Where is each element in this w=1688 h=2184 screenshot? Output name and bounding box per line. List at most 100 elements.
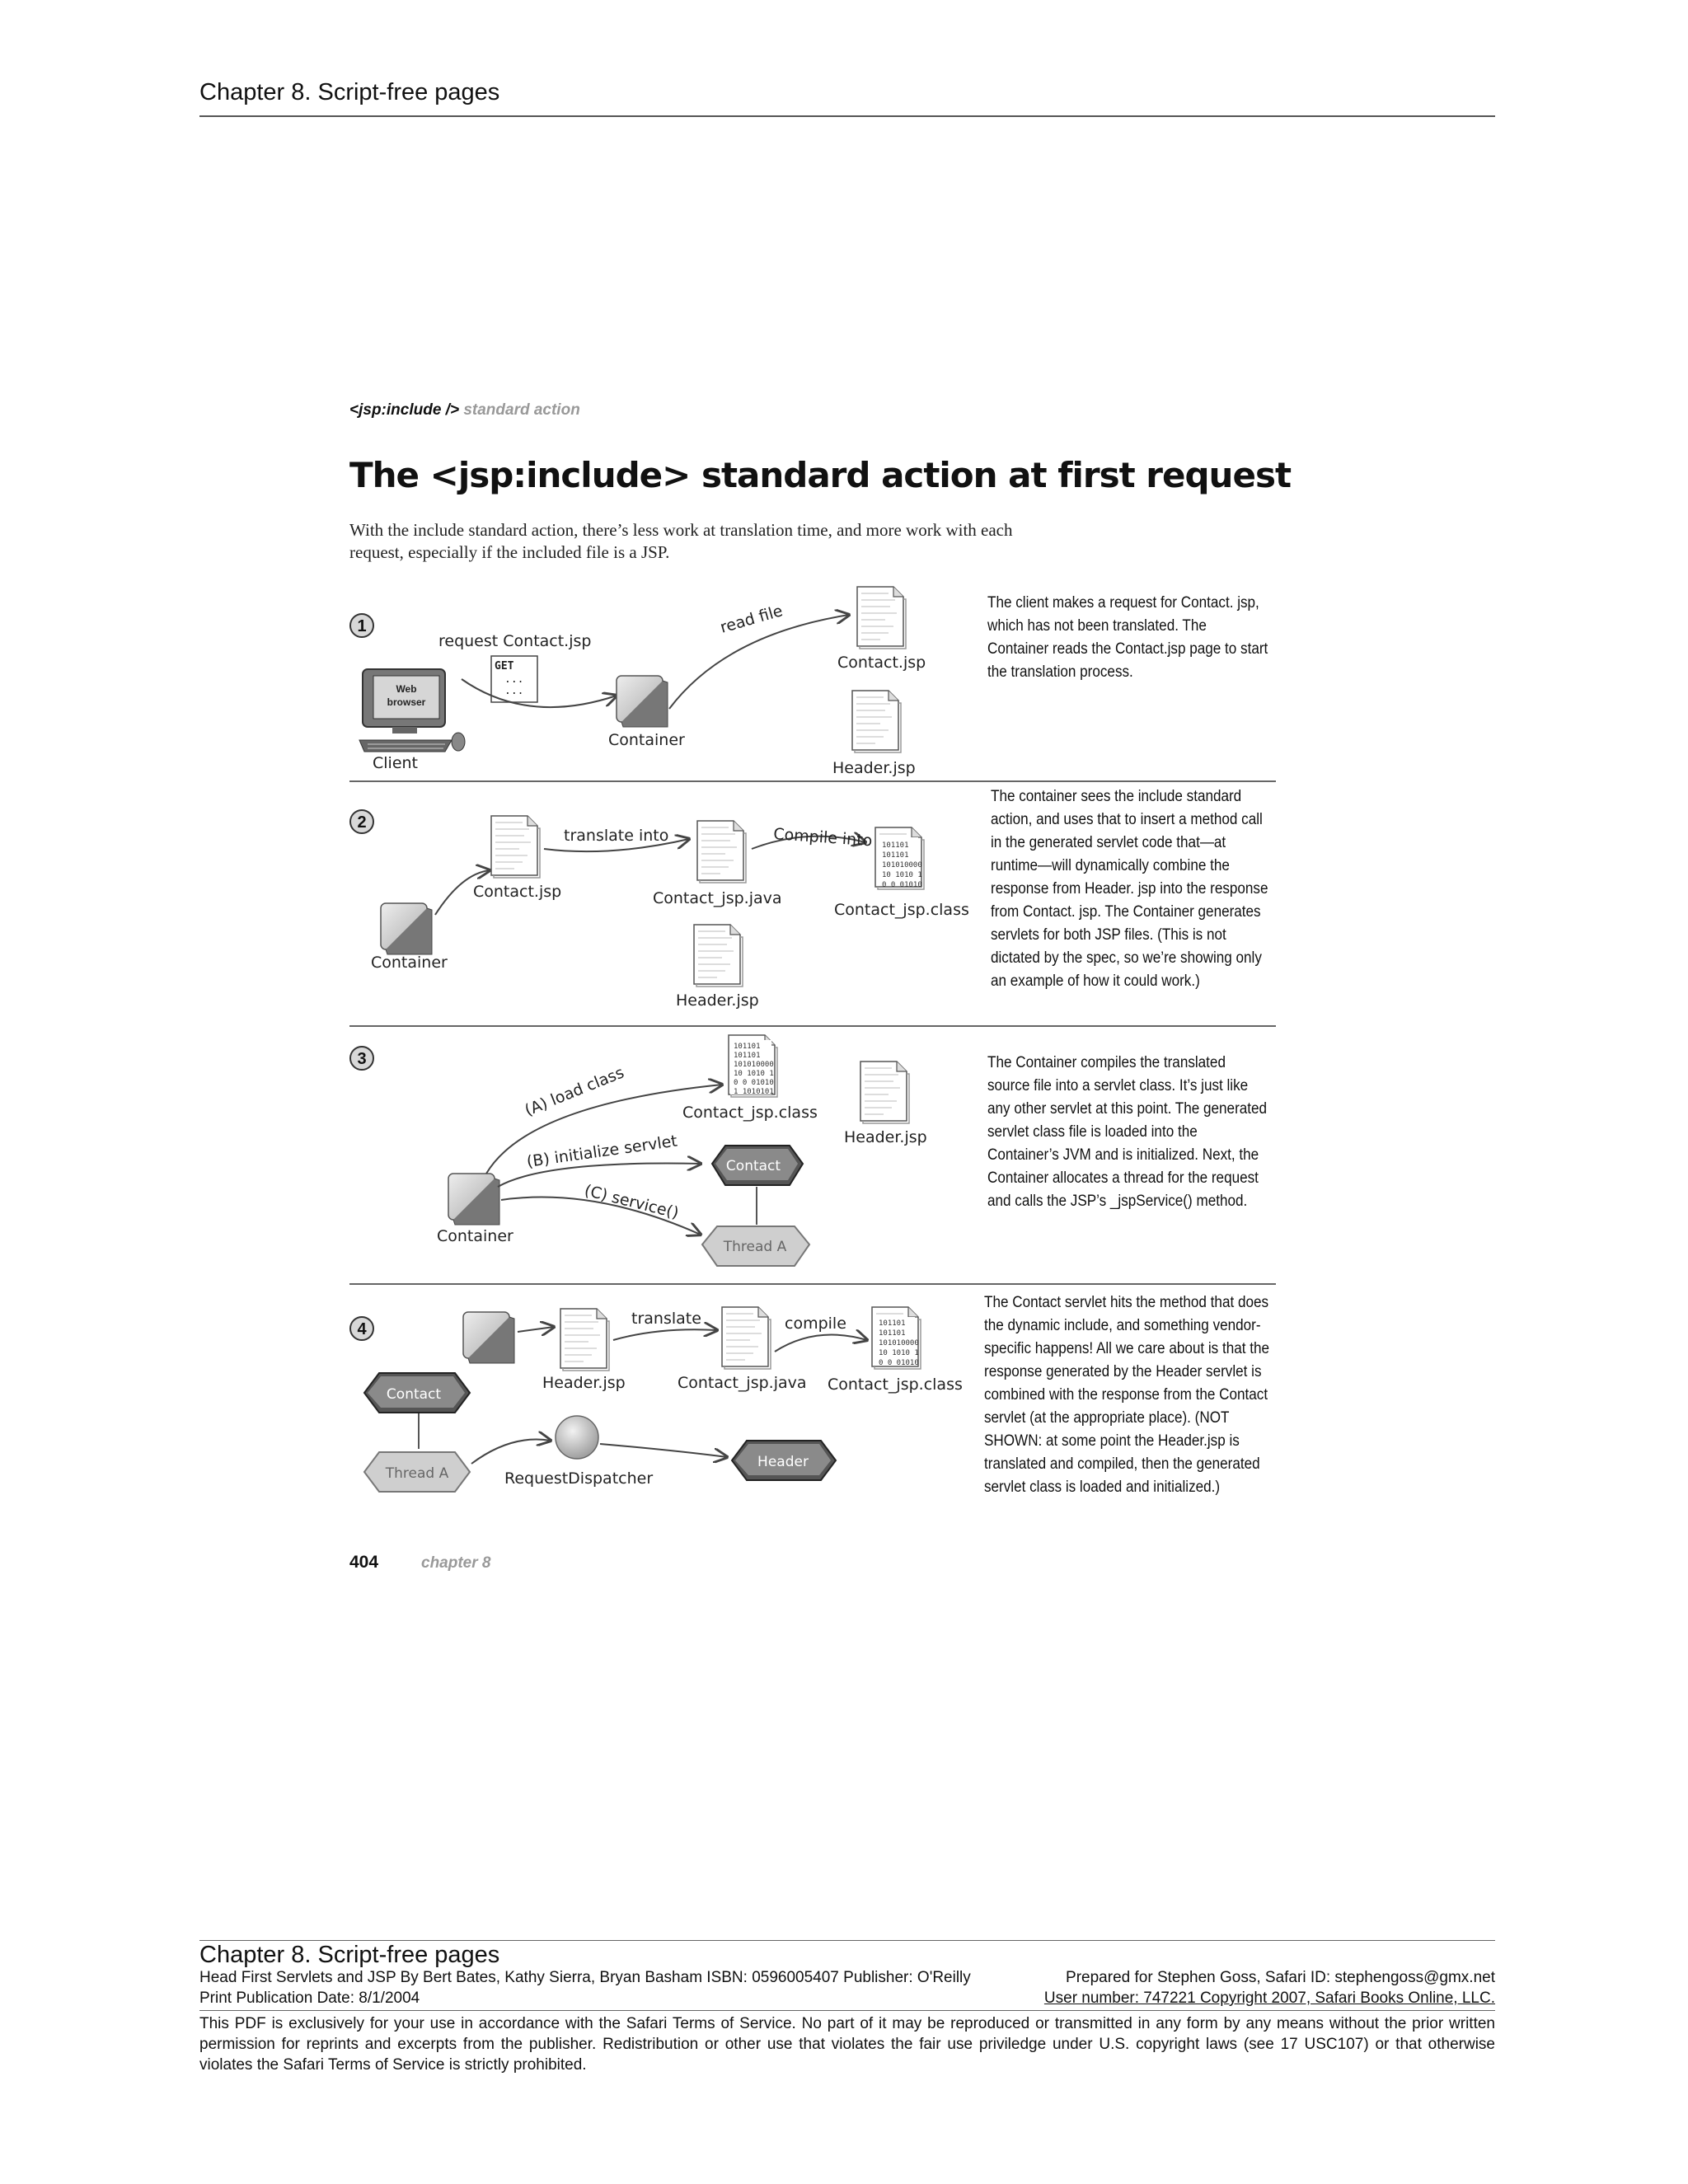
contact-java-label: Contact_jsp.java [678, 1374, 807, 1392]
svg-text:Contact: Contact [387, 1386, 441, 1403]
translate-label: translate [631, 1310, 701, 1328]
step-2-badge: 2 [349, 809, 374, 834]
intro-paragraph: With the include standard action, there’… [349, 520, 1013, 562]
contact-jsp-doc [490, 815, 541, 879]
step-3-description: The Container compiles the translated so… [987, 1054, 1268, 1210]
footer-book-info: Head First Servlets and JSP By Bert Bate… [199, 1969, 971, 1986]
running-header: Chapter 8. Script-free pages [199, 79, 500, 105]
step-4-description: The Contact servlet hits the method that… [984, 1294, 1270, 1496]
header-servlet-node: Header [730, 1440, 837, 1481]
header-jsp-doc [860, 1061, 910, 1124]
header-jsp-label: Header.jsp [542, 1374, 626, 1392]
step-3-badge: 3 [349, 1046, 374, 1071]
read-file-label: read file [718, 602, 785, 637]
svg-text:101010000: 101010000 [734, 1061, 774, 1069]
svg-text:101101: 101101 [879, 1329, 906, 1338]
contact-java-doc [696, 820, 747, 883]
svg-text:3: 3 [357, 1050, 366, 1068]
dispatch-arrow [471, 1440, 551, 1465]
request-dispatcher-ball [555, 1415, 599, 1460]
footer-rule [199, 2010, 1495, 2011]
load-class-arrow [485, 1085, 722, 1174]
svg-text:101101: 101101 [882, 841, 909, 850]
svg-text:101101: 101101 [734, 1043, 761, 1051]
thread-a-node: Thread A [363, 1451, 471, 1493]
header-jsp-doc [693, 924, 743, 987]
container-label: Container [371, 954, 448, 972]
contact-jsp-doc [856, 586, 907, 649]
header-jsp-label: Header.jsp [676, 991, 759, 1010]
to-contact-arrow [434, 870, 490, 916]
container-box [448, 1173, 500, 1226]
request-label: request Contact.jsp [438, 632, 591, 650]
header-jsp-doc [560, 1308, 610, 1371]
svg-text:1: 1 [357, 617, 366, 635]
svg-text:101101: 101101 [879, 1319, 906, 1328]
svg-text:Web: Web [396, 683, 416, 695]
container-box [380, 902, 433, 955]
header-jsp-doc [851, 690, 902, 753]
contact-class-label: Contact_jsp.class [682, 1104, 818, 1122]
page-number: 404 [349, 1553, 379, 1572]
svg-text:Thread A: Thread A [385, 1465, 449, 1482]
container-label: Container [608, 731, 685, 749]
read-file-arrow [668, 615, 849, 710]
header-jsp-label: Header.jsp [832, 759, 916, 777]
svg-text:0 0 01010: 0 0 01010 [734, 1079, 774, 1087]
to-header-servlet-arrow [599, 1443, 727, 1457]
footer-terms: This PDF is exclusively for your use in … [199, 2015, 1495, 2074]
kicker-label: standard action [459, 401, 580, 419]
to-header-arrow [517, 1327, 554, 1332]
svg-text:...: ... [504, 673, 523, 686]
svg-text:10 1010 1: 10 1010 1 [879, 1349, 919, 1357]
request-dispatcher-label: RequestDispatcher [504, 1469, 653, 1488]
footer-rule [199, 1940, 1495, 1941]
header-rule [199, 115, 1495, 117]
step-4-badge: 4 [349, 1316, 374, 1341]
contact-servlet-node: Contact [710, 1145, 804, 1186]
container-box [462, 1311, 515, 1364]
translate-arrow [612, 1329, 717, 1341]
contact-java-label: Contact_jsp.java [653, 889, 782, 907]
contact-class-label: Contact_jsp.class [834, 901, 969, 919]
page-chapter: chapter 8 [421, 1554, 491, 1572]
translate-arrow [543, 839, 689, 853]
svg-text:10 1010 1: 10 1010 1 [734, 1070, 774, 1078]
step-2-description: The container sees the include standard … [991, 788, 1268, 990]
svg-text:browser: browser [387, 696, 426, 708]
container-label: Container [437, 1227, 513, 1245]
svg-text:0 0 01010: 0 0 01010 [882, 881, 922, 889]
request-arrow [461, 678, 617, 709]
footer-pubdate: Print Publication Date: 8/1/2004 [199, 1990, 420, 2007]
compile-arrow [751, 837, 865, 850]
container-box [616, 675, 668, 728]
load-class-label: (A) load class [523, 1063, 627, 1119]
svg-text:...: ... [504, 685, 523, 697]
step-1-badge: 1 [349, 613, 374, 638]
svg-text:101101: 101101 [734, 1052, 761, 1060]
kicker-code: <jsp:include /> [349, 401, 460, 419]
svg-text:2: 2 [357, 813, 366, 832]
header-jsp-label: Header.jsp [844, 1128, 927, 1146]
svg-text:Contact: Contact [726, 1158, 781, 1174]
svg-text:0 0 01010: 0 0 01010 [879, 1359, 919, 1367]
contact-class-label: Contact_jsp.class [828, 1376, 963, 1394]
svg-text:Header: Header [757, 1454, 809, 1470]
page-title: The <jsp:include> standard action at fir… [349, 455, 1292, 495]
translate-label: translate into [564, 827, 668, 845]
class-file-doc: 101101 101101 101010000 10 1010 1 0 0 01… [728, 1034, 778, 1098]
get-request-note: GET ... ... [490, 655, 538, 703]
compile-arrow [774, 1335, 867, 1352]
svg-text:1 1010101: 1 1010101 [734, 1088, 774, 1096]
svg-text:101101: 101101 [882, 851, 909, 860]
svg-text:4: 4 [357, 1320, 367, 1338]
initialize-arrow [497, 1164, 701, 1188]
contact-jsp-label: Contact.jsp [473, 883, 561, 901]
section-kicker: <jsp:include /> standard action [349, 401, 580, 419]
compile-label: Compile into [773, 825, 873, 850]
svg-text:101010000: 101010000 [879, 1339, 919, 1347]
compile-label: compile [785, 1315, 846, 1333]
svg-text:101010000: 101010000 [882, 861, 922, 869]
svg-text:10 1010 1: 10 1010 1 [882, 871, 922, 879]
